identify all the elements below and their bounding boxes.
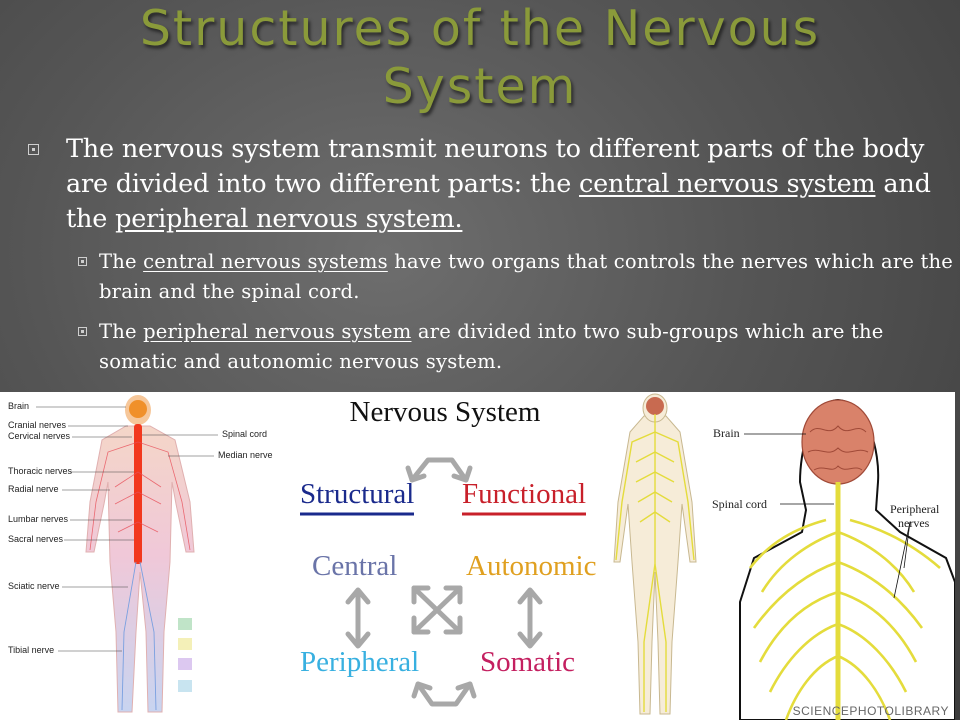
autonomic-label: Autonomic xyxy=(466,550,597,582)
central-label: Central xyxy=(312,550,398,582)
somatic-label: Somatic xyxy=(480,646,576,678)
sub-bullet-peripheral: The peripheral nervous system are divide… xyxy=(26,317,956,377)
sub-bullet-central: The central nervous systems have two org… xyxy=(26,247,956,307)
label-median-nerve: Median nerve xyxy=(218,450,273,460)
structural-label: Structural xyxy=(300,478,415,510)
torso-brain-image: Brain Spinal cord Peripheral nerves SCIE… xyxy=(710,392,955,720)
central-nervous-systems-link[interactable]: central nervous systems xyxy=(143,250,388,273)
bullet-text: and the xyxy=(66,169,931,234)
bullet-main: The nervous system transmit neurons to d… xyxy=(26,132,956,237)
title-line-1: Structures of the Nervous xyxy=(139,0,821,57)
label-cranial-nerves: Cranial nerves xyxy=(8,420,67,430)
slide-title: Structures of the Nervous System xyxy=(60,0,900,116)
bullet-list: The nervous system transmit neurons to d… xyxy=(26,132,956,377)
peripheral-label: Peripheral xyxy=(300,646,420,678)
label-sciatic-nerve: Sciatic nerve xyxy=(8,581,60,591)
label-tibial-nerve: Tibial nerve xyxy=(8,645,55,655)
body-nerves-icon xyxy=(613,393,697,715)
label-brain: Brain xyxy=(8,401,30,411)
label-thoracic-nerves: Thoracic nerves xyxy=(8,466,73,476)
bullet-text: The nervous system transmit neurons to d… xyxy=(66,134,925,199)
peripheral-nervous-system-link[interactable]: peripheral nervous system. xyxy=(115,204,463,234)
label-radial-nerve: Radial nerve xyxy=(8,484,59,494)
label-spinal-cord: Spinal cord xyxy=(222,429,268,439)
body-nerve-diagram: Brain Cranial nerves Cervical nerves Tho… xyxy=(0,392,290,720)
torso-peripheral-label: Peripheral xyxy=(890,502,940,516)
torso-brain-label: Brain xyxy=(713,426,740,440)
classification-title: Nervous System xyxy=(349,396,541,428)
label-sacral-nerves: Sacral nerves xyxy=(8,534,64,544)
classification-arrows xyxy=(300,457,586,707)
science-photo-library-watermark: SCIENCEPHOTOLIBRARY xyxy=(792,704,949,718)
bullet-square-icon xyxy=(28,144,39,155)
bullet-text: The xyxy=(99,320,144,343)
label-lumbar-nerves: Lumbar nerves xyxy=(8,514,69,524)
torso-nerves-label: nerves xyxy=(898,516,930,530)
full-body-nerves-image xyxy=(600,392,710,720)
bullet-text: are divided into two sub-groups which ar… xyxy=(99,320,884,373)
central-nervous-system-link[interactable]: central nervous system xyxy=(579,169,876,199)
body-silhouette-icon xyxy=(36,395,218,713)
torso-nerves-icon xyxy=(739,398,955,720)
nervous-system-classification: Nervous System xyxy=(290,392,600,720)
nervous-system-figure: Brain Cranial nerves Cervical nerves Tho… xyxy=(0,392,955,720)
functional-label: Functional xyxy=(462,478,587,510)
bullet-square-icon xyxy=(78,257,87,266)
double-arrow-icon xyxy=(409,457,469,483)
label-cervical-nerves: Cervical nerves xyxy=(8,431,71,441)
peripheral-nervous-system-sub-link[interactable]: peripheral nervous system xyxy=(143,320,412,343)
title-line-2: System xyxy=(382,58,578,115)
bullet-text: The xyxy=(99,250,144,273)
bullet-text: have two organs that controls the nerves… xyxy=(99,250,954,303)
bullet-square-icon xyxy=(78,327,87,336)
torso-spinal-cord-label: Spinal cord xyxy=(712,497,767,511)
